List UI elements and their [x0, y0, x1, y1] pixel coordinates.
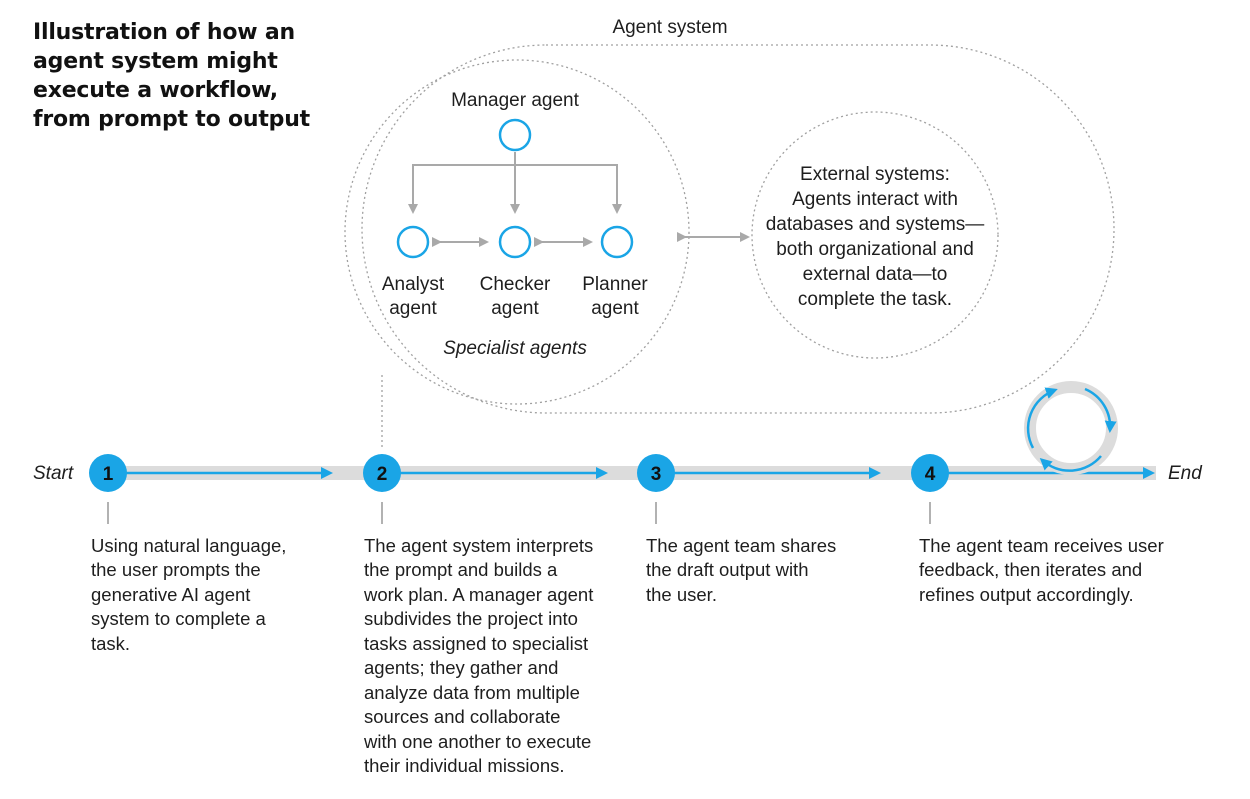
agent-system-boundary	[361, 44, 1115, 414]
step-node-4: 4	[911, 454, 949, 492]
step-node-1: 1	[89, 454, 127, 492]
step-node-2: 2	[363, 454, 401, 492]
specialist-agents-label: Specialist agents	[443, 338, 587, 359]
step-node-3: 3	[637, 454, 675, 492]
planner-agent-node	[600, 225, 634, 259]
step-number-1: 1	[103, 464, 114, 485]
start-label: Start	[33, 463, 74, 484]
manager-right-branch	[515, 164, 622, 214]
title-line: Illustration of how an	[33, 20, 295, 45]
checker-agent-node	[498, 225, 532, 259]
title-line: from prompt to output	[33, 107, 310, 132]
manager-agent-node	[498, 118, 532, 152]
step-number-2: 2	[377, 464, 388, 485]
agent-system-label: Agent system	[612, 17, 728, 38]
title-line: execute a workflow,	[33, 78, 278, 103]
step-number-3: 3	[651, 464, 662, 485]
manager-agent-label: Manager agent	[451, 90, 579, 111]
end-label: End	[1168, 463, 1202, 484]
feedback-loop-icon	[1024, 381, 1118, 475]
analyst-agent-node	[396, 225, 430, 259]
manager-left-branch	[408, 164, 515, 214]
title-line: agent system might	[33, 49, 278, 74]
step-number-4: 4	[925, 464, 936, 485]
external-systems-circle	[751, 111, 999, 359]
